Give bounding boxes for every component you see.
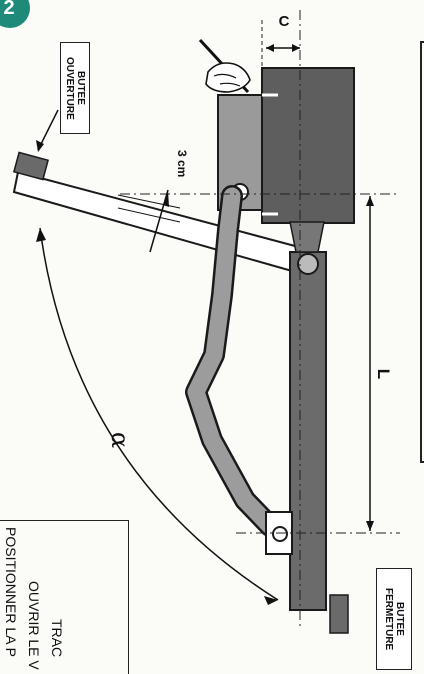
angle-alpha-label: α: [106, 432, 134, 448]
opening-stop-line2: OUVERTURE: [64, 56, 75, 120]
gap-3cm-ext-top: [117, 194, 181, 209]
leaf-bracket-pivot: [272, 526, 288, 542]
hinge-bracket: [289, 221, 325, 253]
pillar: [261, 67, 355, 224]
dimension-c-label: C: [279, 13, 290, 30]
hinge-pivot: [297, 253, 319, 275]
instruction-box: TRAC OUVRIR LE V POSITIONNER LA P: [0, 520, 129, 674]
step-badge-circle: [0, 0, 30, 28]
closing-stop-label: BUTEE FERMETURE: [383, 588, 405, 650]
leaf-closed: [289, 251, 327, 611]
instruction-line-1: POSITIONNER LA P: [3, 527, 19, 657]
closing-stop-line2: FERMETURE: [383, 587, 394, 651]
opening-stop-line1: BUTEE: [75, 71, 86, 105]
closing-stop-tag: BUTEE FERMETURE: [376, 568, 412, 670]
dimension-c-arrow-right: [292, 44, 300, 52]
step-number: 2: [3, 0, 14, 19]
instruction-text: TRAC OUVRIR LE V POSITIONNER LA P: [0, 527, 128, 672]
opening-stop-arrowhead: [36, 140, 44, 152]
opening-stop-tag: BUTEE OUVERTURE: [60, 42, 90, 134]
closing-stop-line1: BUTEE: [394, 602, 405, 636]
hand-with-pencil-icon: [198, 38, 278, 216]
alpha-arc-arrow-top: [36, 228, 46, 242]
dimension-c-arrow-left: [266, 44, 274, 52]
opener-arm: [187, 187, 279, 535]
instruction-line-2: OUVRIR LE V: [26, 581, 42, 670]
gap-3cm-label: 3 cm: [175, 150, 189, 177]
closing-stop-block: [329, 594, 349, 634]
alpha-arc: [39, 227, 279, 601]
instruction-line-3: TRAC: [49, 619, 65, 658]
dimension-l-label: L: [374, 369, 393, 379]
gap-3cm-arrow: [163, 190, 169, 207]
alpha-arc-arrow-bottom: [264, 596, 278, 605]
opening-stop-block: [13, 151, 49, 181]
dimension-l-arrow-bottom: [366, 521, 374, 531]
opening-stop-label: BUTEE OUVERTURE: [64, 57, 86, 120]
dimension-l-arrow-top: [366, 196, 374, 206]
info-frame: [420, 41, 424, 463]
gap-3cm-ext-bottom: [117, 207, 181, 223]
